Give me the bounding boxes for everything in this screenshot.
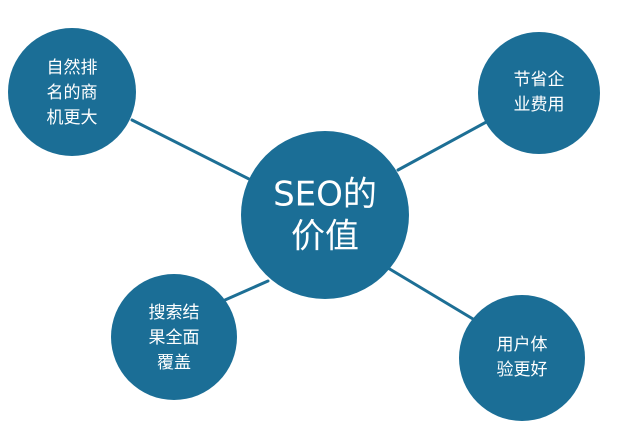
connector-bottom-right	[386, 266, 480, 324]
node-top-right-line-1: 节省企	[514, 70, 565, 90]
node-top-left-line-1: 自然排	[47, 58, 98, 78]
node-top-left-circle	[8, 28, 136, 156]
node-bottom-right-circle	[459, 295, 585, 421]
node-bottom-right-line-2: 验更好	[497, 360, 548, 380]
node-top-right-circle	[478, 32, 600, 154]
center-circle	[241, 131, 409, 299]
node-bottom-left: 搜索结 果全面 覆盖	[111, 274, 237, 400]
node-bottom-left-circle	[111, 274, 237, 400]
connector-bottom-left	[223, 279, 270, 302]
center-label-line-1: SEO的	[273, 175, 377, 215]
connector-top-left	[130, 118, 257, 184]
node-bottom-left-line-3: 覆盖	[157, 353, 191, 373]
node-top-left: 自然排 名的商 机更大	[8, 28, 136, 156]
center-node: SEO的 价值	[241, 131, 409, 299]
node-bottom-right-line-1: 用户体	[497, 335, 548, 355]
node-top-left-line-2: 名的商	[47, 83, 98, 103]
node-bottom-left-line-2: 果全面	[149, 328, 200, 348]
connector-top-right	[396, 118, 492, 172]
node-top-right: 节省企 业费用	[478, 32, 600, 154]
node-bottom-right: 用户体 验更好	[459, 295, 585, 421]
node-top-left-line-3: 机更大	[47, 108, 98, 128]
center-label-line-2: 价值	[291, 217, 359, 257]
node-top-right-line-2: 业费用	[514, 95, 565, 115]
node-bottom-left-line-1: 搜索结	[149, 303, 200, 323]
